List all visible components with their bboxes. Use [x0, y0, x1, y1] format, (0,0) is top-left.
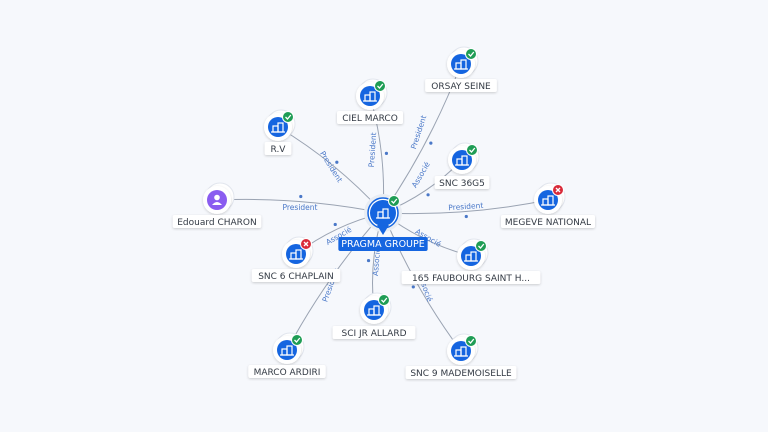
center-label-box	[338, 237, 428, 251]
check-badge-icon	[465, 48, 477, 60]
node-label-box	[248, 365, 326, 378]
graph-node[interactable]: ORSAY SEINE	[425, 46, 497, 92]
graph-node[interactable]: MEGEVE NATIONAL	[501, 182, 595, 228]
node-label[interactable]: MARCO ARDIRI	[254, 368, 321, 378]
node-label[interactable]: SNC 9 MADEMOISELLE	[410, 369, 512, 379]
node-label[interactable]: SCI JR ALLARD	[341, 329, 406, 339]
node-label-box	[172, 215, 262, 228]
edge-arrow-icon	[411, 285, 415, 289]
company-icon	[367, 305, 381, 316]
closed-badge-icon	[552, 184, 564, 196]
company-icon	[454, 59, 468, 70]
node-label-box	[264, 142, 292, 155]
edge-arrow-icon	[333, 222, 337, 227]
node-label[interactable]: CIEL MARCO	[342, 114, 398, 124]
node-label-box	[405, 366, 517, 379]
check-badge-icon	[291, 334, 303, 346]
edge-arrow-icon	[335, 160, 339, 164]
check-badge-icon	[475, 240, 487, 252]
check-badge-icon	[466, 144, 478, 156]
graph-node[interactable]: SCI JR ALLARD	[332, 292, 416, 339]
node-label[interactable]: SNC 6 CHAPLAIN	[258, 272, 334, 282]
node-label[interactable]: SNC 36G5	[439, 179, 485, 189]
edge-label: President	[318, 149, 344, 183]
edge-arrow-icon	[429, 141, 433, 145]
node-label-box	[337, 111, 403, 124]
edge-arrow-icon	[426, 193, 430, 197]
graph-node[interactable]: 165 FAUBOURG SAINT H...	[401, 238, 541, 284]
edge-label: President	[283, 203, 318, 212]
check-badge-icon	[374, 80, 386, 92]
edge-label: President	[448, 201, 484, 212]
edge-arrow-icon	[299, 194, 303, 199]
edge-label: President	[367, 132, 378, 168]
node-label-box	[251, 269, 341, 282]
center-label[interactable]: PRAGMA GROUPE	[341, 239, 424, 250]
node-label[interactable]: ORSAY SEINE	[431, 82, 491, 92]
node-label-box	[401, 271, 541, 284]
pin-tail-icon	[377, 225, 389, 235]
company-icon	[363, 91, 377, 102]
company-icon	[376, 208, 390, 219]
graph-node[interactable]: MARCO ARDIRI	[248, 332, 326, 378]
edge-arrow-icon	[366, 258, 371, 263]
check-badge-icon	[282, 111, 294, 123]
graph-node[interactable]: R.V	[264, 109, 296, 155]
node-label-box	[425, 79, 497, 92]
check-badge-icon	[465, 335, 477, 347]
company-icon	[454, 346, 468, 357]
company-icon	[289, 249, 303, 260]
person-icon	[212, 194, 222, 205]
company-icon	[464, 251, 478, 262]
graph-node[interactable]: SNC 36G5	[434, 142, 490, 189]
company-icon	[280, 345, 294, 356]
node-label[interactable]: Edouard CHARON	[177, 218, 257, 228]
edge-line	[216, 198, 384, 214]
node-label-box	[434, 176, 490, 189]
center-node[interactable]: PRAGMA GROUPE	[338, 194, 428, 251]
node-label-box	[501, 215, 595, 228]
graph-node[interactable]: CIEL MARCO	[337, 78, 403, 124]
edge-label: Associé	[371, 247, 382, 276]
node-label-box	[332, 326, 416, 339]
graph-node[interactable]: SNC 6 CHAPLAIN	[251, 236, 341, 282]
check-badge-icon	[388, 195, 400, 207]
check-badge-icon	[378, 294, 390, 306]
edge-arrow-icon	[464, 214, 468, 219]
edge-label: President	[409, 114, 428, 150]
edge-line	[382, 199, 549, 215]
closed-badge-icon	[300, 238, 312, 250]
node-label[interactable]: 165 FAUBOURG SAINT H...	[412, 274, 530, 284]
node-label[interactable]: R.V	[271, 145, 287, 155]
company-icon	[541, 195, 555, 206]
node-label[interactable]: MEGEVE NATIONAL	[505, 218, 591, 228]
company-icon	[455, 155, 469, 166]
company-icon	[271, 122, 285, 133]
graph-node[interactable]: Edouard CHARON	[172, 182, 262, 228]
edge-arrow-icon	[384, 151, 389, 155]
graph-node[interactable]: SNC 9 MADEMOISELLE	[405, 333, 517, 379]
